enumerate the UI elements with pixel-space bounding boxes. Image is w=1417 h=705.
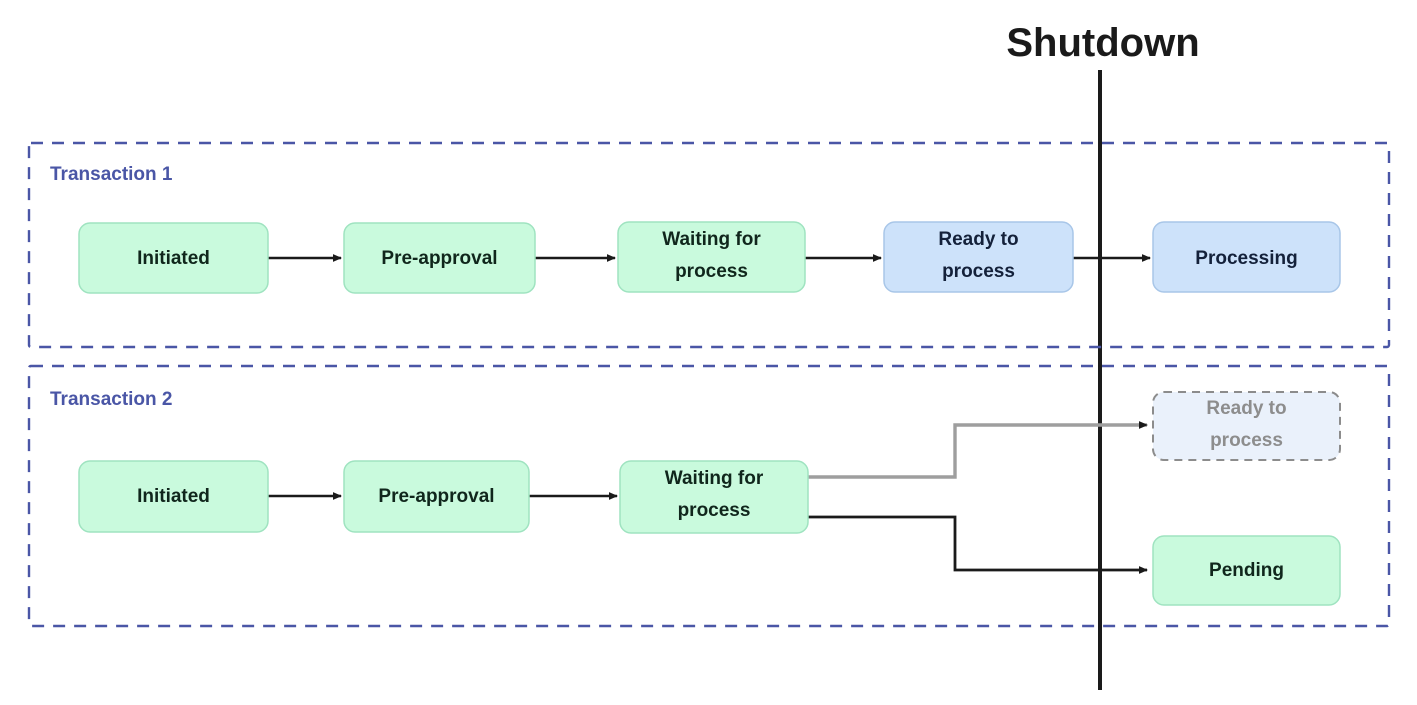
node-shape (343, 460, 530, 533)
node-t2-initiated[interactable]: Initiated (78, 460, 269, 533)
node-t2-pre-approval[interactable]: Pre-approval (343, 460, 530, 533)
edge-t2-waiting-to-ready-disabled (808, 421, 1148, 479)
node-t1-waiting-for-process[interactable]: Waiting for process (617, 221, 806, 293)
node-label-line2: process (1210, 430, 1283, 451)
edge-t2-waiting-to-pending (808, 515, 1148, 574)
node-label-line1: Ready to (938, 229, 1018, 250)
node-shape (1152, 221, 1341, 293)
node-label: Initiated (137, 486, 210, 507)
node-shape (1152, 535, 1341, 606)
node-shape (883, 221, 1074, 293)
node-shape (343, 222, 536, 294)
node-shape (619, 460, 809, 534)
node-label-line1: Waiting for (665, 468, 764, 489)
node-label-line2: process (942, 261, 1015, 282)
node-t2-waiting-for-process[interactable]: Waiting for process (619, 460, 809, 534)
node-shape (78, 460, 269, 533)
node-t1-pre-approval[interactable]: Pre-approval (343, 222, 536, 294)
node-t2-ready-to-process-disabled[interactable]: Ready to process (1152, 391, 1341, 461)
node-label-line2: process (675, 261, 748, 282)
node-t2-pending[interactable]: Pending (1152, 535, 1341, 606)
node-t1-initiated[interactable]: Initiated (78, 222, 269, 294)
node-t1-ready-to-process[interactable]: Ready to process (883, 221, 1074, 293)
node-shape (78, 222, 269, 294)
group-label-transaction-2: Transaction 2 (50, 389, 173, 410)
node-label-line2: process (678, 500, 751, 521)
group-transaction-1: Transaction 1 Initiated Pre-approval Wai… (27, 141, 1391, 349)
node-label: Initiated (137, 248, 210, 269)
node-label: Pre-approval (378, 486, 494, 507)
group-border-transaction-1 (27, 141, 1391, 349)
group-border-transaction-2 (27, 364, 1391, 628)
shutdown-title: Shutdown (1006, 21, 1199, 65)
node-shape (1152, 391, 1341, 461)
node-label: Pending (1209, 560, 1284, 581)
group-transaction-2: Transaction 2 Initiated Pre-approval Wai… (27, 364, 1391, 628)
node-t1-processing[interactable]: Processing (1152, 221, 1341, 293)
node-label: Pre-approval (381, 248, 497, 269)
node-label-line1: Waiting for (662, 229, 761, 250)
group-label-transaction-1: Transaction 1 (50, 164, 173, 185)
node-label-line1: Ready to (1206, 398, 1286, 419)
node-label: Processing (1195, 248, 1297, 269)
node-shape (617, 221, 806, 293)
